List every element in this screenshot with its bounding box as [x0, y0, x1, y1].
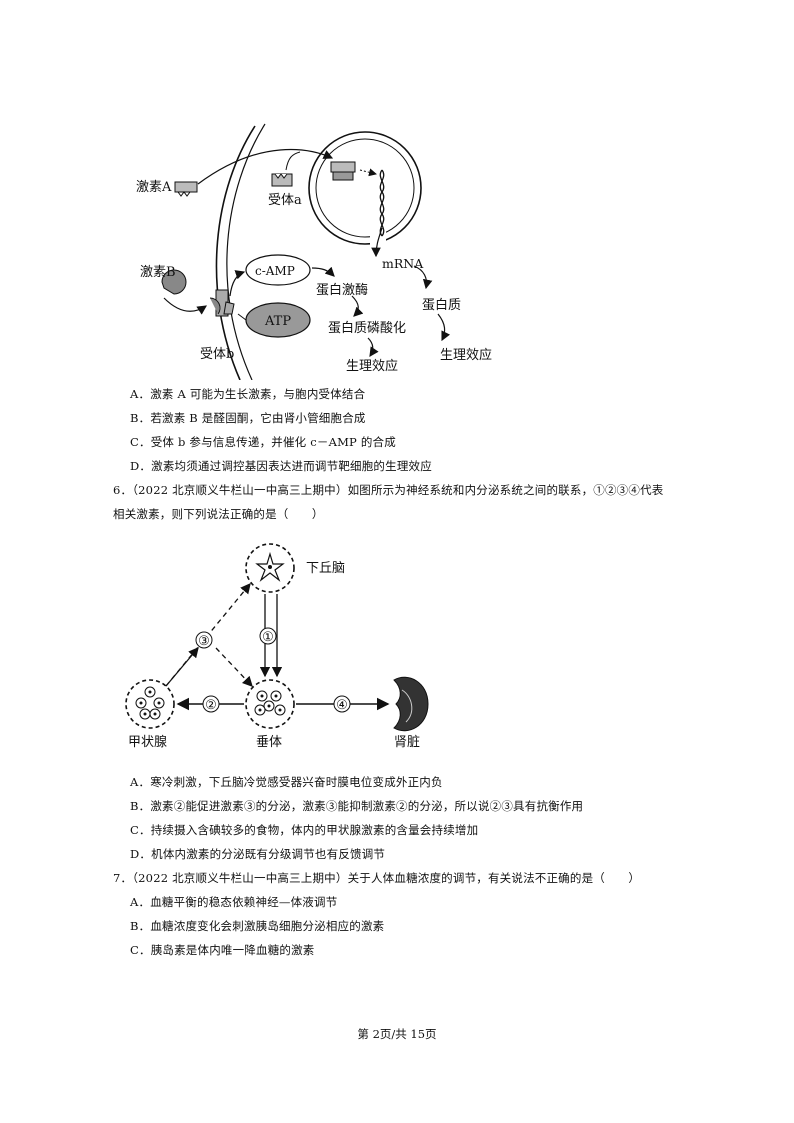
cell-membrane-outer [215, 125, 256, 380]
q7-option-b: B．血糖浓度变化会刺激胰岛细胞分泌相应的激素 [130, 919, 385, 933]
pituitary-circle [245, 679, 295, 729]
label-hormone-a: 激素A [136, 180, 172, 195]
label-hypothalamus: 下丘脑 [306, 561, 345, 576]
cell-membrane-inner [226, 123, 266, 380]
label-mrna: mRNA [382, 256, 424, 271]
q6-option-d: D．机体内激素的分泌既有分级调节也有反馈调节 [130, 847, 386, 861]
label-hormone-b: 激素B [140, 265, 176, 280]
figure-cell-signaling: 激素A 受体a mRNA 激素B c-AMP ATP 蛋白激酶 蛋白质磷酸化 生… [136, 123, 492, 380]
nucleus-outer [308, 131, 422, 245]
q5-option-c: C．受体 b 参与信息传递，并催化 c－AMP 的合成 [130, 435, 396, 449]
label-effect-left: 生理效应 [346, 358, 398, 374]
q6-option-a: A．寒冷刺激，下丘脑冷觉感受器兴奋时膜电位变成外正内负 [130, 775, 443, 789]
label-camp: c-AMP [255, 264, 295, 278]
label-kinase: 蛋白激酶 [316, 282, 368, 298]
figure-endocrine: ③ ① ② ④ 下丘脑 垂体 甲状腺 肾脏 [125, 543, 429, 750]
q6-stem-line2: 相关激素，则下列说法正确的是（ ） [113, 507, 324, 521]
q7-option-c: C．胰岛素是体内唯一降血糖的激素 [130, 943, 315, 957]
label-receptor-b: 受体b [200, 347, 234, 362]
q6-option-c: C．持续摄入含碘较多的食物，体内的甲状腺激素的含量会持续增加 [130, 823, 479, 837]
q5-option-a: A．激素 A 可能为生长激素，与胞内受体结合 [130, 387, 366, 401]
q7-option-a: A．血糖平衡的稳态依赖神经—体液调节 [130, 895, 338, 909]
q6-option-b: B．激素②能促进激素③的分泌，激素③能抑制激素②的分泌，所以说②③具有抗衡作用 [130, 799, 584, 813]
label-n2: ② [205, 698, 217, 713]
hormone-a-shape [174, 181, 198, 193]
q7-stem: 7．（2022 北京顺义牛栏山一中高三上期中）关于人体血糖浓度的调节，有关说法不… [113, 871, 641, 885]
label-atp: ATP [264, 314, 291, 329]
nucleus-inner [315, 138, 415, 238]
q6-stem-line1: 6．（2022 北京顺义牛栏山一中高三上期中）如图所示为神经系统和内分泌系统之间… [113, 483, 664, 497]
q5-option-d: D．激素均须通过调控基因表达进而调节靶细胞的生理效应 [130, 459, 432, 473]
label-n4: ④ [336, 698, 348, 713]
camp-ellipse [245, 254, 311, 286]
q5-option-b: B．若激素 B 是醛固酮，它由肾小管细胞合成 [130, 411, 366, 425]
label-phosphorylation: 蛋白质磷酸化 [328, 320, 406, 336]
page-footer: 第 2页/共 15页 [357, 1027, 437, 1041]
thyroid-circle [125, 679, 175, 729]
label-effect-right: 生理效应 [440, 347, 492, 363]
hormone-b-shape [161, 269, 187, 295]
label-kidney: 肾脏 [394, 735, 420, 750]
label-receptor-a: 受体a [268, 193, 302, 208]
label-protein: 蛋白质 [422, 297, 461, 313]
label-n3: ③ [198, 634, 210, 649]
label-pituitary: 垂体 [256, 735, 282, 750]
label-thyroid: 甲状腺 [128, 735, 167, 750]
hypothalamus-circle [245, 543, 295, 593]
label-n1: ① [262, 630, 274, 645]
